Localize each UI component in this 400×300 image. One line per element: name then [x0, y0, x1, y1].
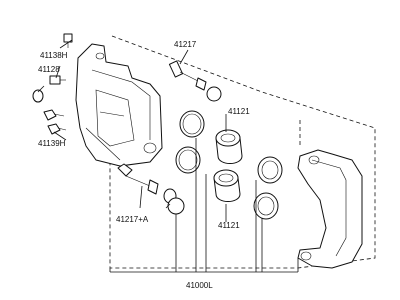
label-41121-top: 41121 — [228, 107, 250, 116]
piston-lower — [213, 169, 241, 202]
leader-lines — [37, 39, 299, 273]
pin-boot-upper — [206, 86, 222, 102]
label-41138H-top: 41138H — [40, 51, 68, 60]
bleeder-cap — [49, 75, 66, 85]
guide-pin-lower — [117, 163, 159, 195]
label-41217A: 41217+A — [116, 215, 149, 224]
piston-seal-upper — [179, 110, 205, 138]
caliper-bracket — [297, 149, 363, 269]
piston-upper — [215, 129, 243, 164]
guide-pin-bolt-upper — [43, 109, 65, 121]
label-41139H: 41139H — [38, 139, 66, 148]
label-41128: 41128 — [38, 65, 60, 74]
label-41121-bottom: 41121 — [218, 221, 240, 230]
piston-seal-lower — [175, 146, 201, 174]
pin-boot-lower — [163, 188, 185, 215]
label-41000L: 41000L — [186, 281, 213, 290]
guide-pin-bolt-lower — [47, 123, 67, 135]
cap-small — [32, 89, 44, 103]
piston-boot-upper — [257, 156, 283, 184]
label-41217-top: 41217 — [174, 40, 197, 49]
caliper-body — [75, 43, 163, 167]
guide-pin-upper — [168, 60, 207, 91]
piston-boot-lower — [253, 192, 279, 220]
